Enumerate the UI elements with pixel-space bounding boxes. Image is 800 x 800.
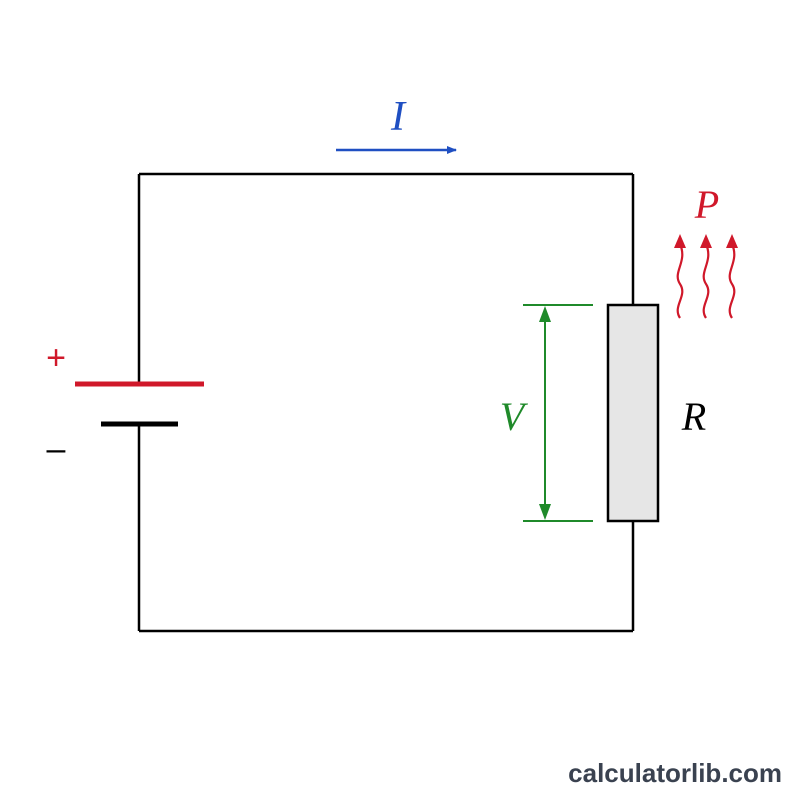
power-indicator: P (674, 182, 738, 319)
current-label: I (390, 94, 407, 140)
voltage-arrowhead-up (539, 306, 551, 322)
battery: + – (46, 339, 204, 468)
heat-wave-3 (728, 243, 736, 319)
resistor-body (606, 303, 660, 523)
voltage-label: V (500, 394, 529, 439)
power-label: P (694, 182, 719, 227)
heat-arrowhead-1 (674, 234, 686, 248)
watermark-text: calculatorlib.com (568, 758, 782, 788)
voltage-indicator: V (500, 304, 593, 522)
battery-plus-sign: + (46, 339, 66, 377)
battery-minus-sign: – (47, 430, 66, 468)
heat-arrowhead-3 (726, 234, 738, 248)
heat-arrowhead-2 (700, 234, 712, 248)
voltage-arrowhead-down (539, 504, 551, 520)
circuit-wires (137, 172, 635, 633)
resistor: R (606, 303, 706, 523)
resistance-label: R (681, 394, 706, 439)
heat-wave-2 (702, 243, 710, 319)
heat-wave-1 (676, 243, 684, 319)
current-indicator: I (336, 94, 457, 154)
